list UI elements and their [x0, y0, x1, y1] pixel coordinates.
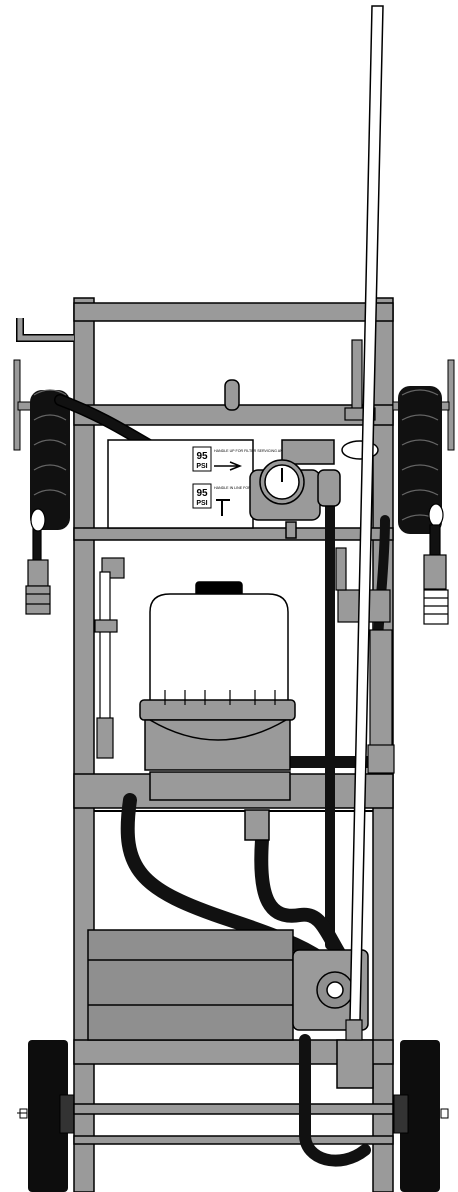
axle-caps	[17, 1108, 449, 1119]
decal-bottom-unit: PSI	[196, 500, 207, 507]
left-sight-pipe	[94, 557, 125, 759]
center-grip	[224, 379, 240, 411]
right-wheel	[393, 1040, 440, 1192]
decal-top-unit: PSI	[196, 463, 207, 470]
left-hose-reel	[13, 359, 75, 530]
decal-top-psi: 95	[196, 451, 208, 462]
right-hose-reel	[392, 359, 455, 534]
left-handle-hook	[16, 318, 74, 342]
quick-coupler-icon	[423, 503, 449, 625]
filter-tank	[139, 581, 296, 841]
left-wheel	[28, 1040, 75, 1192]
decal-bottom-psi: 95	[196, 488, 208, 499]
instruction-decal: 95 PSI HANDLE UP FOR FILTER SERVICING AN…	[107, 439, 304, 529]
decal-bottom-text: HANDLE IN LINE FOR FLOW	[214, 486, 263, 490]
spray-wand	[345, 5, 384, 1041]
decal-top-text: HANDLE UP FOR FILTER SERVICING AND DRAIN…	[214, 449, 304, 453]
ball-valve-icon	[25, 508, 51, 615]
pressure-gauge-icon	[249, 439, 379, 539]
pump-motor	[87, 929, 374, 1089]
